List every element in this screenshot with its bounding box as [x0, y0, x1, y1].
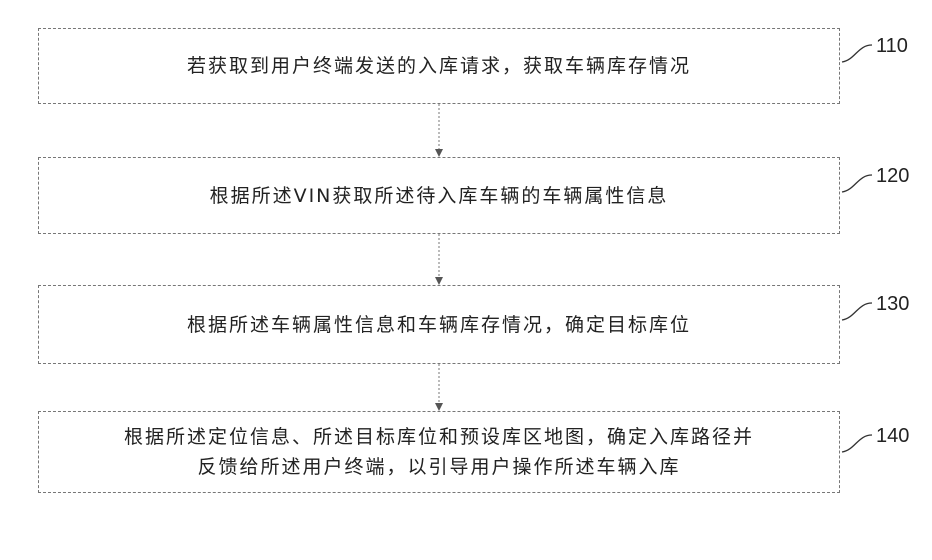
step-number-110: 110 [876, 35, 908, 57]
step-box-120: 根据所述VIN获取所述待入库车辆的车辆属性信息 [38, 157, 840, 234]
step-text-130: 根据所述车辆属性信息和车辆库存情况，确定目标库位 [186, 313, 691, 336]
step-box-110: 若获取到用户终端发送的入库请求，获取车辆库存情况 [38, 28, 840, 104]
step-box-130: 根据所述车辆属性信息和车辆库存情况，确定目标库位 [38, 285, 840, 364]
arrowhead-110-120 [435, 149, 443, 157]
leader-110 [841, 44, 873, 63]
step-text-140: 根据所述定位信息、所述目标库位和预设库区地图，确定入库路径并 反馈给所述用户终端… [123, 426, 754, 478]
step-text-120: 根据所述VIN获取所述待入库车辆的车辆属性信息 [209, 184, 669, 207]
step-text-110: 若获取到用户终端发送的入库请求，获取车辆库存情况 [186, 55, 691, 77]
arrowhead-130-140 [435, 403, 443, 411]
leader-140 [841, 434, 873, 453]
arrowhead-120-130 [435, 277, 443, 285]
step-box-140: 根据所述定位信息、所述目标库位和预设库区地图，确定入库路径并 反馈给所述用户终端… [38, 411, 840, 493]
step-number-120: 120 [876, 165, 910, 187]
step-number-140: 140 [876, 425, 910, 447]
step-number-130: 130 [876, 293, 910, 315]
leader-120 [841, 174, 873, 193]
leader-130 [841, 302, 873, 321]
